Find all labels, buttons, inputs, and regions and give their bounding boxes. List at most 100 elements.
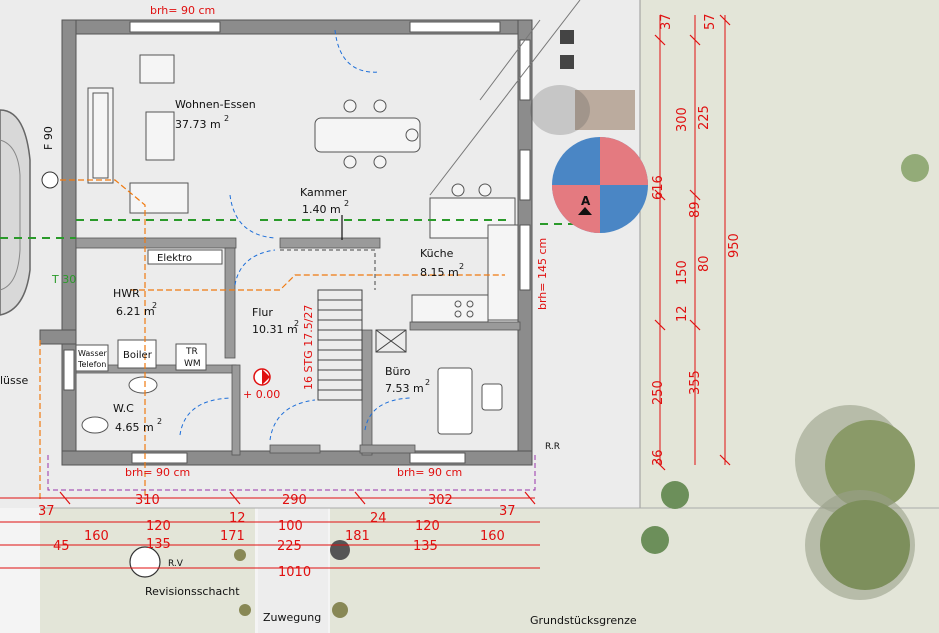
point-a-marker-icon bbox=[578, 207, 592, 215]
room-hwr-sup: 2 bbox=[152, 301, 157, 310]
annotation-brh-top: brh= 90 cm bbox=[150, 4, 215, 17]
dim-bottom-302: 302 bbox=[428, 493, 453, 508]
dimension-ticks bbox=[59, 14, 731, 505]
fixture-wm: WM bbox=[184, 359, 201, 369]
room-flur-sup: 2 bbox=[294, 319, 299, 328]
room-wohnen-name: Wohnen-Essen bbox=[175, 98, 256, 111]
car-icon bbox=[0, 109, 31, 316]
window-markers bbox=[0, 219, 590, 239]
fixture-tr: TR bbox=[185, 347, 198, 357]
fixture-telefon: Telefon bbox=[77, 360, 106, 369]
annotation-level: + 0.00 bbox=[243, 388, 280, 401]
annotation-stairs: 16 STG 17.5/27 bbox=[302, 305, 315, 390]
parasol-icon bbox=[530, 85, 648, 233]
annotation-grenze: Grundstücksgrenze bbox=[530, 614, 637, 627]
annotation-f90: F 90 bbox=[42, 126, 55, 150]
dim-right-57: 57 bbox=[703, 13, 718, 30]
dim-right-300: 300 bbox=[675, 107, 690, 132]
dim-right-36: 36 bbox=[651, 449, 666, 466]
room-flur-name: Flur bbox=[252, 306, 273, 319]
dim-bottom-120b: 120 bbox=[415, 519, 440, 534]
dim-bottom-310: 310 bbox=[135, 493, 160, 508]
paving-area bbox=[0, 0, 650, 508]
dim-bottom-37b: 37 bbox=[499, 504, 516, 519]
annotation-anschluesse: lüsse bbox=[0, 374, 28, 387]
dim-right-250: 250 bbox=[651, 380, 666, 405]
doors bbox=[179, 29, 411, 441]
annotation-t30: T 30 bbox=[51, 273, 76, 286]
room-buero-name: Büro bbox=[385, 365, 411, 378]
dim-bottom-225: 225 bbox=[277, 539, 302, 554]
dim-bottom-181: 181 bbox=[345, 529, 370, 544]
dim-bottom-135a: 135 bbox=[146, 537, 171, 552]
revision-shaft-icon bbox=[129, 546, 161, 578]
trees-icon bbox=[795, 154, 929, 600]
dim-bottom-160a: 160 bbox=[84, 529, 109, 544]
room-buero-area: 7.53 m bbox=[385, 382, 424, 395]
room-kueche-name: Küche bbox=[420, 247, 454, 260]
dim-bottom-120a: 120 bbox=[146, 519, 171, 534]
garden-chairs-icon bbox=[560, 30, 574, 69]
dim-right-89: 89 bbox=[688, 201, 703, 218]
building-boundary bbox=[47, 455, 536, 491]
level-marker-icon bbox=[253, 368, 271, 386]
dim-bottom-45: 45 bbox=[53, 539, 70, 554]
annotation-rr: R.R bbox=[545, 442, 560, 452]
annotation-brh-bottom-right: brh= 90 cm bbox=[397, 466, 462, 479]
room-wc-name: W.C bbox=[113, 402, 134, 415]
annotation-rv: R.V bbox=[168, 559, 184, 569]
fixture-wasser: Wasser bbox=[78, 349, 108, 358]
dim-bottom-160b: 160 bbox=[480, 529, 505, 544]
dim-bottom-24: 24 bbox=[370, 511, 387, 526]
dim-bottom-37a: 37 bbox=[38, 504, 55, 519]
hwr-fixtures bbox=[75, 249, 223, 372]
fixture-elektro: Elektro bbox=[157, 253, 192, 264]
diagonal-line-2 bbox=[479, 19, 541, 101]
dim-right-12: 12 bbox=[675, 305, 690, 322]
dim-right-355: 355 bbox=[688, 370, 703, 395]
room-wc-sup: 2 bbox=[157, 417, 162, 426]
dim-bottom-135b: 135 bbox=[413, 539, 438, 554]
room-kammer-sup: 2 bbox=[344, 199, 349, 208]
annotation-brh-right: brh= 145 cm bbox=[536, 238, 549, 310]
room-kueche-sup: 2 bbox=[459, 262, 464, 271]
annotation-brh-bottom-left: brh= 90 cm bbox=[125, 466, 190, 479]
room-wohnen-area: 37.73 m bbox=[175, 118, 221, 131]
dim-bottom-12: 12 bbox=[229, 511, 246, 526]
dimension-lines bbox=[0, 15, 726, 569]
kitchen-counter bbox=[411, 224, 519, 323]
socket-icon bbox=[41, 171, 59, 189]
room-kammer-name: Kammer bbox=[300, 186, 347, 199]
pipe-lines bbox=[39, 179, 505, 500]
dim-right-225: 225 bbox=[697, 105, 712, 130]
wc-fixtures bbox=[81, 376, 158, 434]
room-kammer-area: 1.40 m bbox=[302, 203, 341, 216]
dim-bottom-100: 100 bbox=[278, 519, 303, 534]
windows-top bbox=[63, 21, 531, 464]
dim-right-616: 616 bbox=[651, 175, 666, 200]
dim-bottom-total: 1010 bbox=[278, 565, 311, 580]
interior-walls bbox=[75, 237, 521, 456]
furniture-living bbox=[87, 54, 516, 239]
dim-right-total: 950 bbox=[727, 233, 742, 258]
annotation-zuwegung: Zuwegung bbox=[263, 611, 321, 624]
staircase bbox=[280, 249, 407, 401]
office-desk bbox=[437, 367, 503, 435]
diagonal-line-1 bbox=[429, 0, 581, 196]
annotation-point-a: A bbox=[581, 194, 591, 208]
dim-bottom-290: 290 bbox=[282, 493, 307, 508]
room-hwr-name: HWR bbox=[113, 287, 140, 300]
room-wc-area: 4.65 m bbox=[115, 421, 154, 434]
room-flur-area: 10.31 m bbox=[252, 323, 298, 336]
room-wohnen-sup: 2 bbox=[224, 114, 229, 123]
fixture-boiler: Boiler bbox=[123, 350, 153, 361]
dim-bottom-171: 171 bbox=[220, 529, 245, 544]
annotation-revision: Revisionsschacht bbox=[145, 585, 240, 598]
path-zuwegung bbox=[258, 508, 328, 633]
room-hwr-area: 6.21 m bbox=[116, 305, 155, 318]
dim-right-80: 80 bbox=[697, 255, 712, 272]
dim-right-37: 37 bbox=[659, 13, 674, 30]
room-buero-sup: 2 bbox=[425, 378, 430, 387]
dim-right-150: 150 bbox=[675, 260, 690, 285]
